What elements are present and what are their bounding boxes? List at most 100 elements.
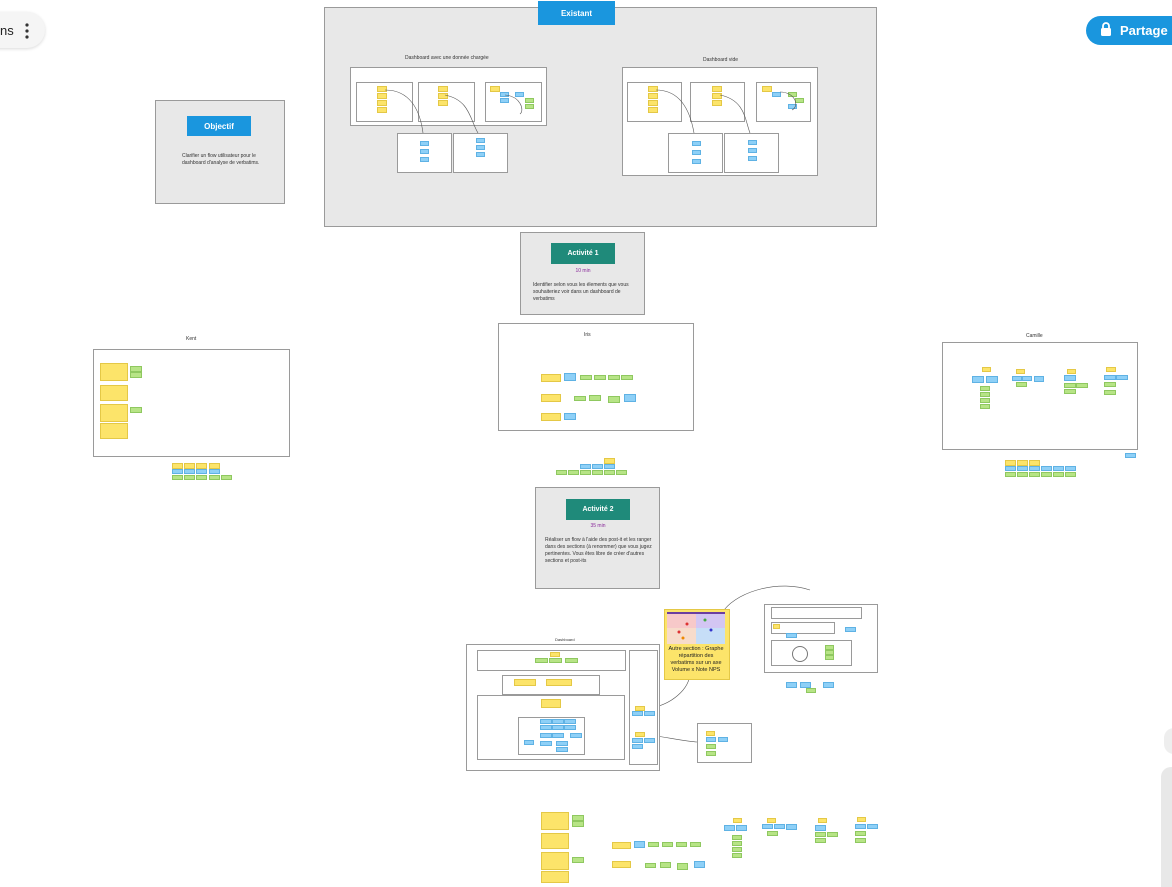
sticky-note[interactable] [732, 835, 742, 840]
sticky-note[interactable] [635, 706, 645, 711]
sticky-note[interactable] [1106, 367, 1116, 372]
sticky-note[interactable] [540, 719, 552, 724]
sticky-note[interactable] [815, 832, 826, 837]
sticky-note[interactable] [550, 652, 560, 657]
sticky-note[interactable] [1067, 369, 1076, 374]
sticky-note[interactable] [592, 470, 603, 475]
sticky-note[interactable] [660, 862, 671, 868]
sticky-note[interactable] [500, 98, 509, 103]
sticky-note[interactable] [604, 470, 615, 475]
sticky-note[interactable] [564, 373, 576, 381]
sticky-note[interactable] [634, 841, 645, 848]
sticky-note[interactable] [644, 738, 655, 743]
sticky-note[interactable] [438, 86, 448, 92]
sticky-note[interactable] [377, 93, 387, 99]
camille-frame[interactable] [942, 342, 1138, 450]
sticky-note[interactable] [772, 92, 781, 97]
sticky-note[interactable] [732, 841, 742, 846]
sticky-note[interactable] [100, 363, 128, 381]
sticky-note[interactable] [762, 86, 772, 92]
sticky-note[interactable] [541, 394, 561, 402]
sticky-note[interactable] [690, 842, 701, 847]
sticky-note[interactable] [196, 463, 207, 469]
sticky-note[interactable] [1041, 466, 1052, 471]
sticky-note[interactable] [604, 464, 615, 469]
sticky-note[interactable] [130, 407, 142, 413]
sticky-note[interactable] [549, 658, 562, 663]
sticky-note[interactable] [540, 733, 552, 738]
sticky-note[interactable] [1104, 390, 1116, 395]
sticky-note[interactable] [827, 832, 838, 837]
sticky-note[interactable] [209, 469, 220, 474]
sticky-note[interactable] [572, 857, 584, 863]
sticky-note[interactable] [632, 744, 643, 749]
sticky-note[interactable] [541, 374, 561, 382]
sticky-note[interactable] [1017, 460, 1028, 466]
sticky-note[interactable] [624, 394, 636, 402]
sticky-note[interactable] [662, 842, 673, 847]
sticky-note[interactable] [608, 396, 620, 403]
sticky-note[interactable] [1034, 376, 1044, 382]
sticky-note[interactable] [706, 737, 716, 742]
sticky-note[interactable] [774, 824, 785, 829]
sticky-note[interactable] [1064, 375, 1076, 381]
sticky-note[interactable] [490, 86, 500, 92]
sticky-note[interactable] [514, 679, 536, 686]
sticky-note[interactable] [580, 375, 592, 380]
sticky-note[interactable] [1012, 376, 1022, 381]
sticky-note[interactable] [515, 92, 524, 97]
sticky-note[interactable] [574, 396, 586, 401]
sticky-note[interactable] [500, 92, 509, 97]
sticky-note[interactable] [762, 824, 773, 829]
sticky-note[interactable] [541, 413, 561, 421]
sticky-note[interactable] [694, 861, 705, 868]
sticky-note[interactable] [1053, 466, 1064, 471]
sticky-note[interactable] [621, 375, 633, 380]
sticky-note[interactable] [732, 853, 742, 858]
sticky-note[interactable] [692, 141, 701, 146]
sticky-note[interactable] [580, 464, 591, 469]
sticky-note[interactable] [677, 863, 688, 870]
sticky-note[interactable] [635, 732, 645, 737]
board-name[interactable]: ns [0, 23, 14, 38]
sticky-note[interactable] [1017, 466, 1028, 471]
sticky-note[interactable] [594, 375, 606, 380]
sticky-note[interactable] [732, 847, 742, 852]
sticky-note[interactable] [786, 633, 797, 638]
sticky-note[interactable] [748, 156, 757, 161]
sticky-note[interactable] [535, 658, 548, 663]
sticky-note[interactable] [648, 100, 658, 106]
sticky-note[interactable] [788, 104, 797, 109]
sticky-note[interactable] [1065, 466, 1076, 471]
sticky-note[interactable] [1016, 382, 1027, 387]
zoom-control[interactable] [1164, 728, 1172, 754]
sticky-note[interactable] [616, 470, 627, 475]
scrollbar[interactable] [1161, 767, 1172, 887]
sticky-note[interactable] [580, 470, 591, 475]
sticky-note[interactable] [552, 719, 564, 724]
sticky-note[interactable] [209, 463, 220, 469]
sticky-note[interactable] [648, 86, 658, 92]
sticky-note[interactable] [712, 86, 722, 92]
sticky-note[interactable] [608, 375, 620, 380]
sticky-note[interactable] [712, 100, 722, 106]
sticky-note[interactable] [815, 838, 826, 843]
sticky-note[interactable] [1125, 453, 1136, 458]
sticky-note[interactable] [420, 157, 429, 162]
sticky-note[interactable] [818, 818, 827, 823]
sticky-note[interactable] [130, 366, 142, 372]
sticky-note[interactable] [604, 458, 615, 464]
sticky-note[interactable] [556, 741, 568, 746]
sticky-note[interactable] [706, 751, 716, 756]
sticky-note[interactable] [1104, 382, 1116, 387]
sticky-note[interactable] [541, 812, 569, 830]
sticky-note[interactable] [712, 93, 722, 99]
sticky-note[interactable] [525, 104, 534, 109]
sticky-note[interactable] [564, 719, 576, 724]
sticky-note[interactable] [476, 145, 485, 150]
sticky-note[interactable] [100, 423, 128, 439]
sticky-note[interactable] [209, 475, 220, 480]
sticky-note[interactable] [1116, 375, 1128, 380]
sticky-note[interactable] [1005, 460, 1016, 466]
sticky-note[interactable] [632, 711, 643, 716]
